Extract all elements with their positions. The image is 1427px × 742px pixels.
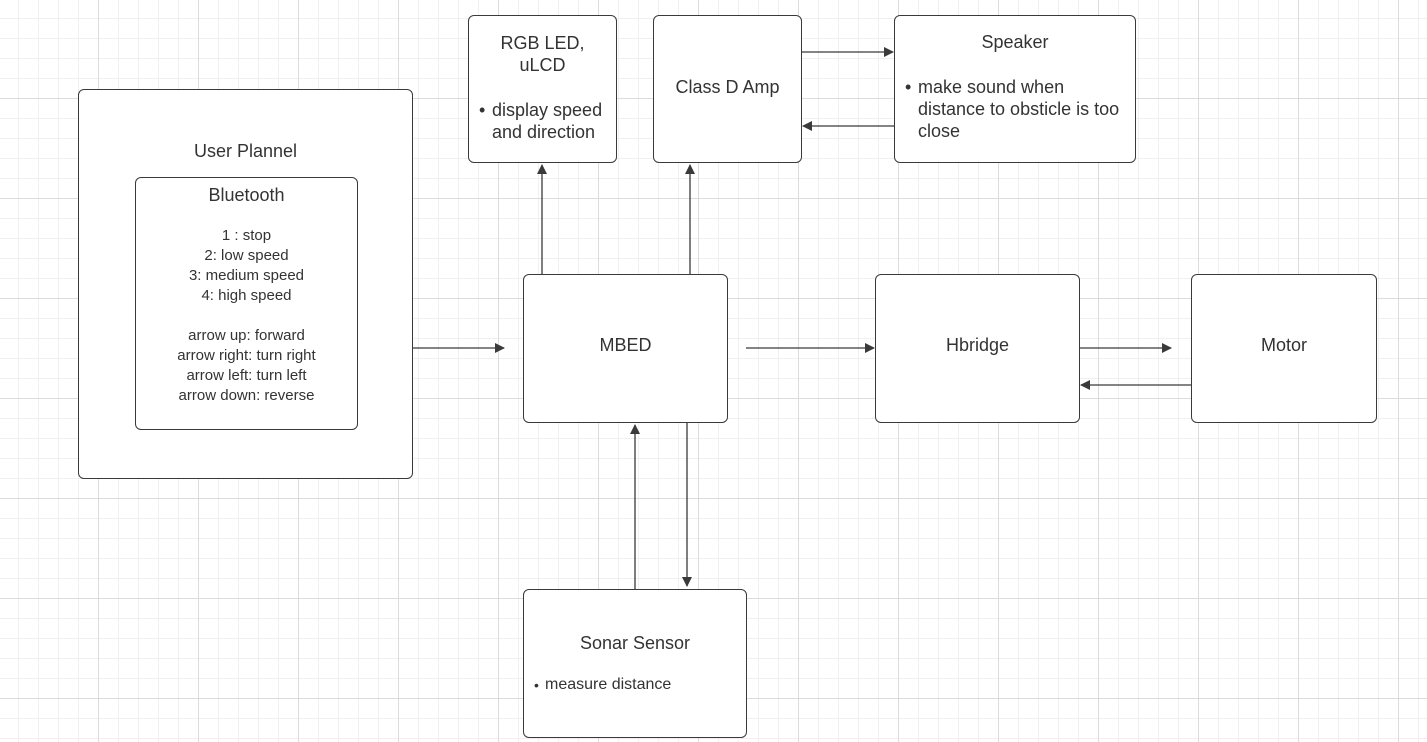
sonar-sensor-title: Sonar Sensor [579, 633, 691, 653]
bullet-icon: • [905, 77, 912, 97]
hbridge-box[interactable]: Hbridge [875, 274, 1080, 423]
rgb-led-ulcd-title: RGB LED, uLCD [500, 33, 585, 75]
mbed-box[interactable]: MBED [523, 274, 728, 423]
bluetooth-direction-list: arrow up: forward arrow right: turn righ… [136, 326, 357, 406]
user-panel-title: User Plannel [193, 141, 298, 161]
bullet-icon: • [479, 100, 486, 120]
speaker-title: Speaker [981, 32, 1049, 52]
bluetooth-line: arrow right: turn right [177, 347, 316, 364]
class-d-amp-box[interactable]: Class D Amp [653, 15, 802, 163]
sonar-bullet: • measure distance [534, 674, 744, 696]
user-panel-box[interactable]: User Plannel Bluetooth 1 : stop 2: low s… [78, 89, 413, 479]
bullet-icon: • [534, 677, 539, 693]
bluetooth-line: 3: medium speed [188, 267, 305, 284]
speaker-bullet: • make sound when distance to obsticle i… [905, 76, 1133, 142]
hbridge-title: Hbridge [945, 335, 1010, 355]
class-d-amp-title: Class D Amp [675, 76, 780, 97]
bluetooth-line: arrow down: reverse [178, 387, 315, 404]
bluetooth-line: arrow left: turn left [186, 367, 307, 384]
speaker-box[interactable]: Speaker • make sound when distance to ob… [894, 15, 1136, 163]
bluetooth-line: arrow up: forward [188, 327, 305, 344]
bluetooth-line: 2: low speed [204, 247, 289, 264]
bluetooth-speed-list: 1 : stop 2: low speed 3: medium speed 4:… [136, 226, 357, 306]
rgb-led-bullet-text: display speed and direction [492, 100, 603, 142]
rgb-led-bullet: • display speed and direction [479, 99, 611, 143]
mbed-title: MBED [599, 335, 652, 355]
rgb-led-ulcd-box[interactable]: RGB LED, uLCD • display speed and direct… [468, 15, 617, 163]
sonar-bullet-text: measure distance [545, 676, 672, 693]
motor-box[interactable]: Motor [1191, 274, 1377, 423]
speaker-bullet-text: make sound when distance to obsticle is … [918, 77, 1120, 141]
bluetooth-title: Bluetooth [208, 185, 285, 205]
bluetooth-line: 1 : stop [221, 227, 272, 244]
sonar-sensor-box[interactable]: Sonar Sensor • measure distance [523, 589, 747, 738]
bluetooth-line: 4: high speed [201, 287, 292, 304]
bluetooth-box[interactable]: Bluetooth 1 : stop 2: low speed 3: mediu… [135, 177, 358, 430]
motor-title: Motor [1260, 335, 1307, 355]
